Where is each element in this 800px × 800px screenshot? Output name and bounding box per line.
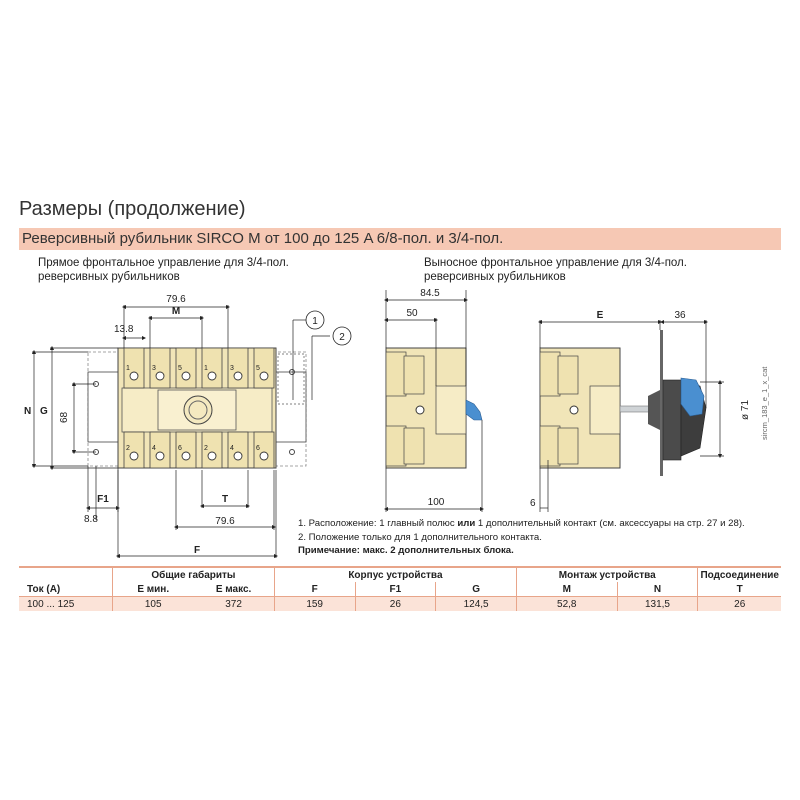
col-header-g: G	[435, 582, 517, 597]
cell-n: 131,5	[616, 596, 698, 611]
dimensions-table: Общие габариты Корпус устройства Монтаж …	[19, 566, 781, 611]
pole-num-top-6: 5	[256, 365, 260, 372]
dim-f1: F1	[97, 494, 109, 505]
right-caption: Выносное фронтальное управление для 3/4-…	[424, 256, 687, 284]
cell-e-max: 372	[193, 596, 275, 611]
front-view: 1 3 5 1 3 5 2 4 6 2 4 6	[24, 294, 352, 559]
col-header-m: M	[516, 582, 617, 597]
pole-num-top-1: 1	[126, 365, 130, 372]
note-1-part-b: или	[457, 518, 476, 529]
dim-36: 36	[674, 310, 686, 321]
dim-71: ø 71	[740, 400, 751, 420]
pole-num-bottom-6: 6	[256, 445, 260, 452]
col-header-e-max: E макс.	[215, 583, 252, 595]
dim-79-6-top: 79.6	[166, 294, 186, 305]
notes: 1. Расположение: 1 главный полюс или 1 д…	[298, 517, 745, 558]
col-header-current: Ток (A)	[27, 583, 61, 595]
cell-t: 26	[697, 596, 781, 611]
dim-g: G	[40, 406, 48, 417]
pole-num-top-2: 3	[152, 365, 156, 372]
dim-79-6-bottom: 79.6	[215, 516, 235, 527]
table-row: 100 ... 125 105 372 159 26 124,5 52,8 13…	[19, 596, 781, 611]
table-group-header-row: Общие габариты Корпус устройства Монтаж …	[19, 567, 781, 582]
page-title: Размеры (продолжение)	[19, 198, 246, 220]
right-caption-line-2: реверсивных рубильников	[424, 271, 566, 283]
cell-g: 124,5	[435, 596, 517, 611]
pole-num-bottom-3: 6	[178, 445, 182, 452]
pole-num-bottom-5: 4	[230, 445, 234, 452]
dimension-drawing: 1 3 5 1 3 5 2 4 6 2 4 6	[24, 288, 751, 559]
dim-68: 68	[59, 411, 70, 423]
drawing-code: sircm_183_e_1_x_cat	[760, 366, 769, 440]
col-header-f1: F1	[354, 582, 436, 597]
note-3-label: Примечание:	[298, 545, 360, 556]
cell-e-min: 105	[112, 596, 194, 611]
callout-2: 2	[339, 332, 345, 343]
group-header-connection: Подсоединение	[697, 567, 781, 582]
dim-e: E	[597, 310, 604, 321]
cell-f1: 26	[354, 596, 436, 611]
dim-f: F	[194, 545, 200, 556]
col-header-f: F	[273, 582, 356, 597]
pole-num-bottom-1: 2	[126, 445, 130, 452]
cell-m: 52,8	[516, 596, 617, 611]
dim-n: N	[24, 406, 31, 417]
subtitle-bar: Реверсивный рубильник SIRCO M от 100 до …	[19, 228, 781, 250]
col-header-n: N	[616, 582, 698, 597]
pole-num-top-3: 5	[178, 365, 182, 372]
pole-num-top-4: 1	[204, 365, 208, 372]
side-view-direct: 84.5 50 100	[383, 288, 485, 512]
left-caption-line-2: реверсивных рубильников	[38, 271, 180, 283]
dim-m: M	[172, 306, 180, 317]
side-view-remote: E 36 ø 71 6	[530, 310, 751, 512]
pole-num-top-5: 3	[230, 365, 234, 372]
dim-13-8: 13.8	[114, 324, 134, 335]
left-caption: Прямое фронтальное управление для 3/4-по…	[38, 256, 289, 284]
group-header-mounting: Монтаж устройства	[516, 567, 698, 582]
section-subtitle: Реверсивный рубильник SIRCO M от 100 до …	[22, 230, 504, 247]
group-header-body: Корпус устройства	[273, 567, 517, 582]
note-2: 2. Положение только для 1 дополнительног…	[298, 531, 542, 543]
dim-84-5: 84.5	[420, 288, 440, 299]
dim-50: 50	[406, 308, 418, 319]
dim-8-8: 8.8	[84, 514, 98, 525]
dim-t: T	[222, 494, 228, 505]
dim-6: 6	[530, 498, 536, 509]
cell-f: 159	[273, 596, 356, 611]
pole-num-bottom-2: 4	[152, 445, 156, 452]
note-3: Примечание: макс. 2 дополнительных блока…	[298, 544, 745, 558]
dim-100: 100	[428, 497, 445, 508]
cell-current: 100 ... 125	[19, 596, 113, 611]
note-1: 1. Расположение: 1 главный полюс или 1 д…	[298, 517, 745, 531]
callout-1: 1	[312, 316, 318, 327]
col-header-e-min: E мин.	[112, 582, 194, 597]
pole-num-bottom-4: 2	[204, 445, 208, 452]
note-1-part-c: 1 дополнительный контакт (см. аксессуары…	[475, 518, 745, 529]
col-header-t: T	[697, 582, 781, 597]
table-column-header-row: Ток (A) E мин. E макс. F F1 G M N T	[19, 582, 781, 597]
group-header-overall: Общие габариты	[112, 567, 275, 582]
table-header-empty	[19, 567, 113, 582]
note-1-part-a: 1. Расположение: 1 главный полюс	[298, 518, 458, 529]
left-caption-line-1: Прямое фронтальное управление для 3/4-по…	[38, 257, 289, 269]
right-caption-line-1: Выносное фронтальное управление для 3/4-…	[424, 257, 687, 269]
note-3-text: макс. 2 дополнительных блока.	[359, 545, 514, 556]
